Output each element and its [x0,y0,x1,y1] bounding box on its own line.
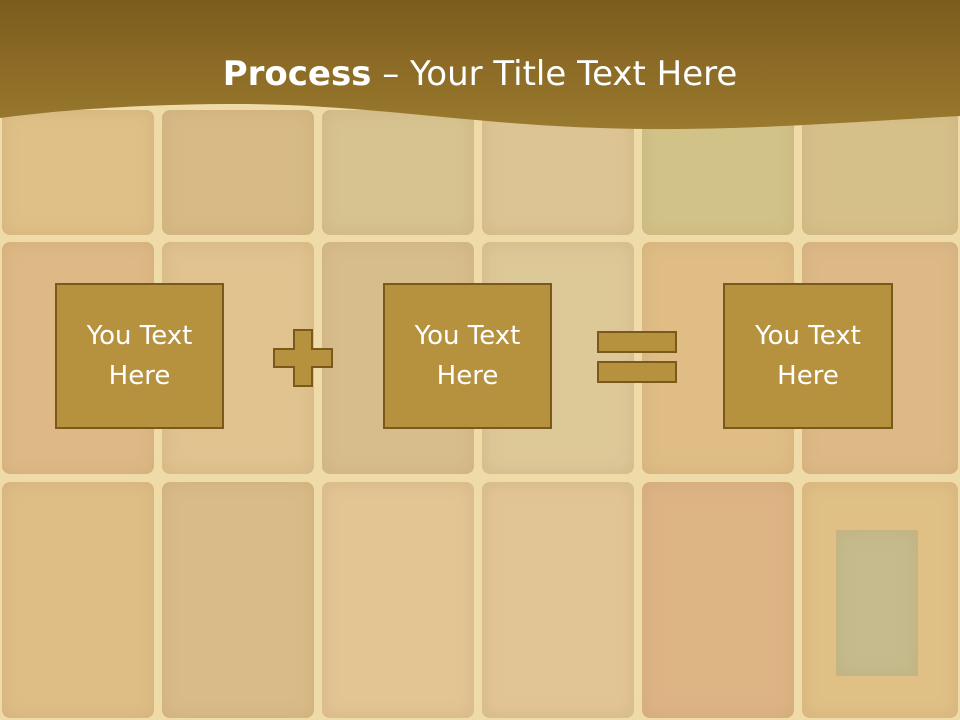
process-box-3-text: You Text Here [755,321,861,391]
title-bold: Process [222,54,372,94]
process-box-1[interactable]: You Text Here [55,283,224,429]
process-box-1-text: You Text Here [86,321,193,391]
plus-icon [273,329,333,387]
title-banner [0,0,960,130]
slide-title: Process – Your Title Text Here [0,52,960,96]
process-box-2[interactable]: You Text Here [383,283,552,429]
process-box-2-text: You Text Here [414,321,521,391]
process-box-3[interactable]: You Text Here [723,283,893,429]
title-rest: – Your Title Text Here [371,54,738,94]
equals-icon [597,331,677,383]
